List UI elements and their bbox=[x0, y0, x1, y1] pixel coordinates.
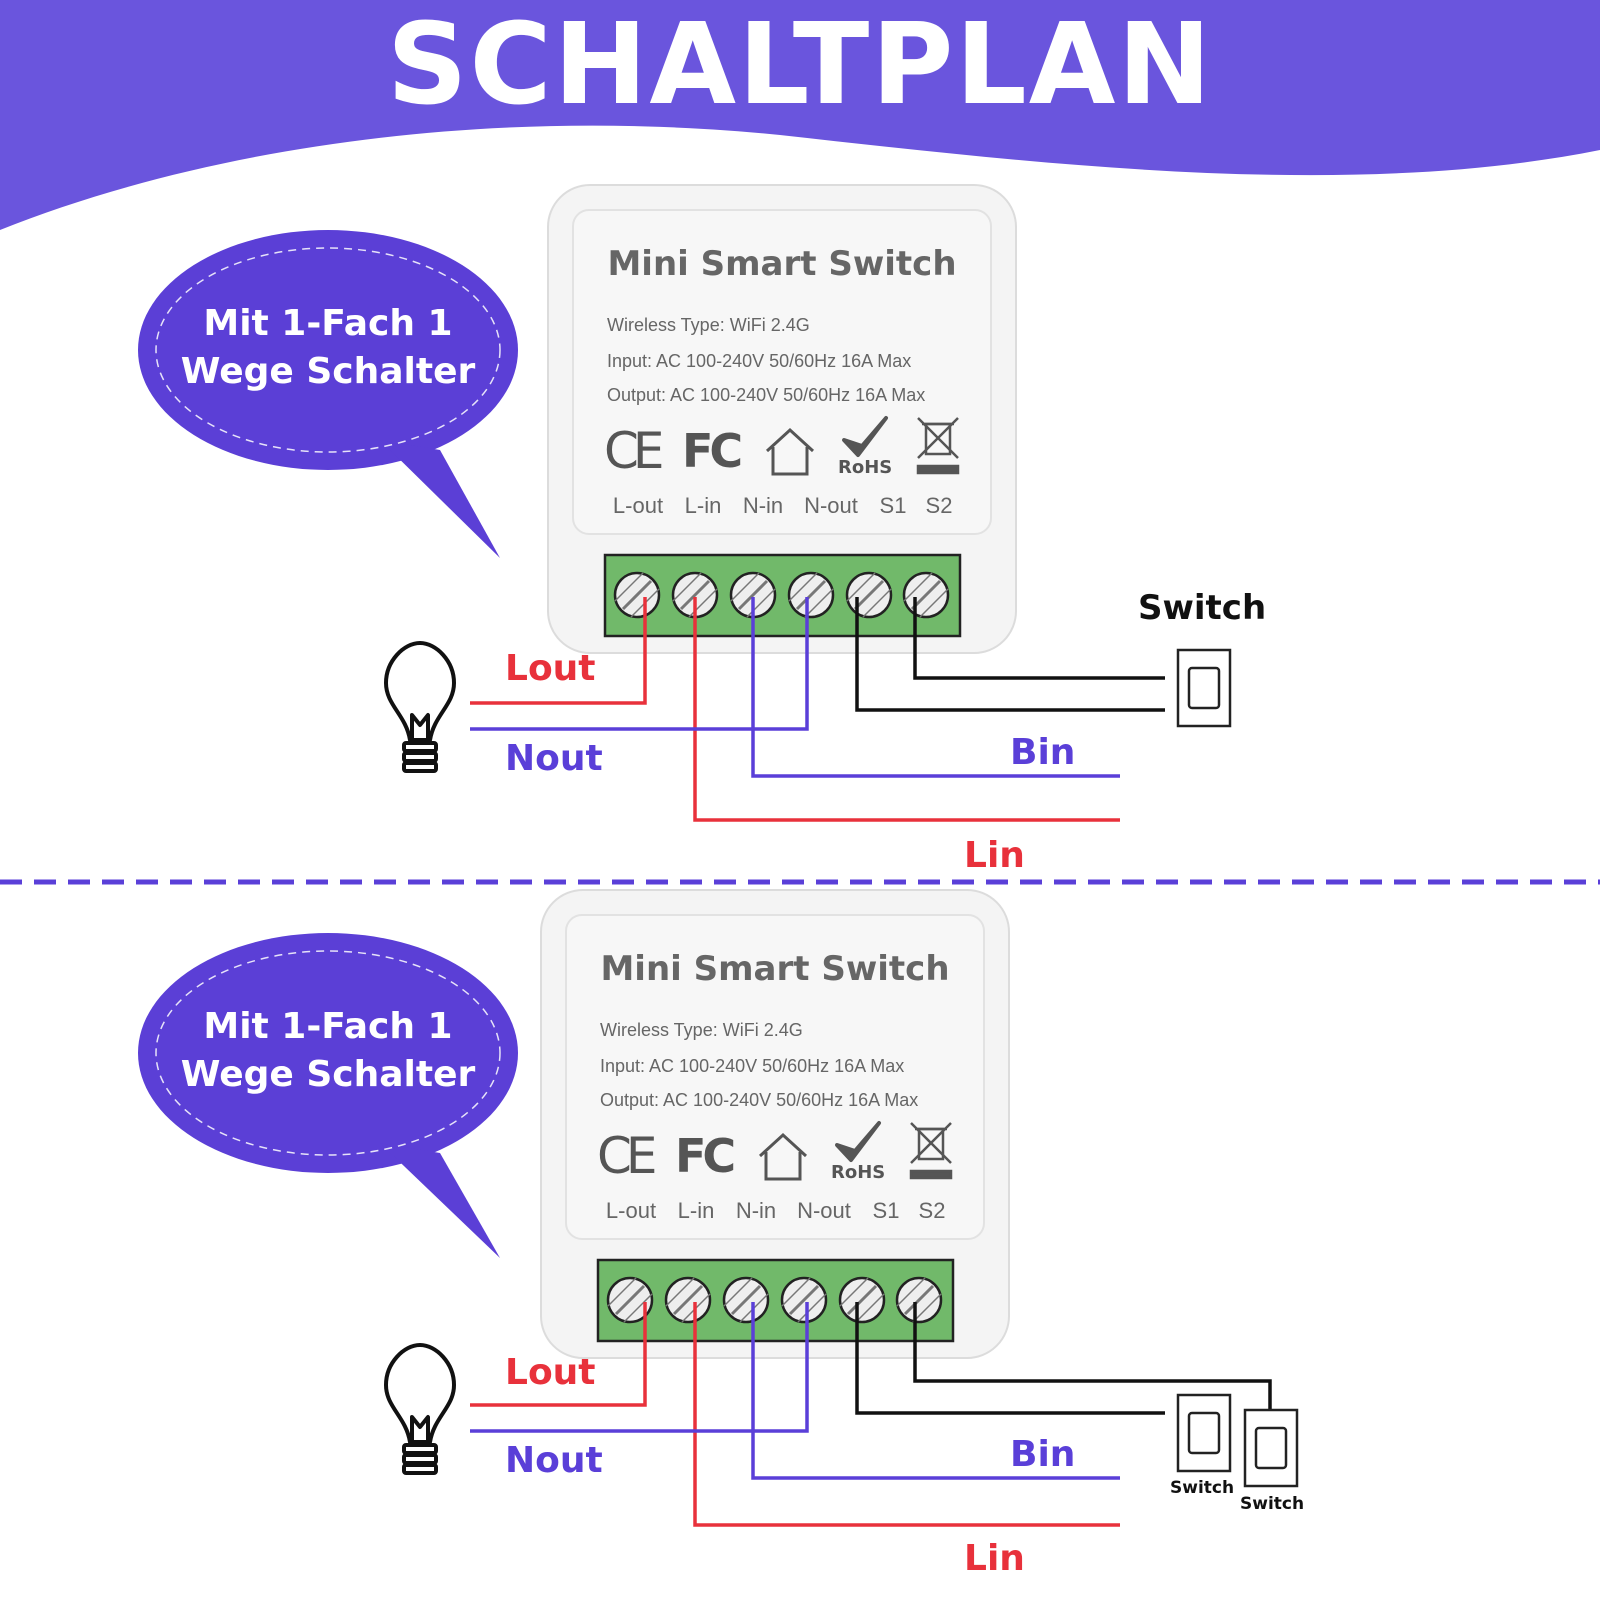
switch-label: Switch bbox=[1138, 588, 1267, 628]
wire-s2 bbox=[913, 1302, 1272, 1412]
terminal-screws-2 bbox=[606, 1276, 943, 1324]
terminal-label-n-out: N-out bbox=[804, 493, 858, 518]
header-banner bbox=[0, 0, 1600, 230]
bubble-text-line1: Mit 1-Fach 1 bbox=[203, 303, 453, 344]
terminal-label-s1: S1 bbox=[879, 493, 907, 518]
fcc-mark-icon: FC bbox=[675, 1129, 736, 1183]
weee-bin-icon bbox=[916, 417, 960, 475]
wire-label-lout: Lout bbox=[505, 1352, 596, 1393]
terminal-block-1 bbox=[603, 553, 962, 638]
wire-lin bbox=[693, 597, 1120, 822]
weee-bin-icon bbox=[909, 1122, 953, 1180]
rohs-check-icon bbox=[842, 416, 888, 457]
fcc-mark-icon: FC bbox=[682, 424, 743, 478]
wire-label-lout: Lout bbox=[505, 648, 596, 689]
terminal-screw-icon bbox=[671, 571, 719, 619]
terminal-screw-icon bbox=[895, 1276, 943, 1324]
wall-switch-icon bbox=[1176, 1393, 1232, 1473]
wire-bin bbox=[751, 597, 1120, 778]
rohs-label: RoHS bbox=[831, 1162, 886, 1183]
terminal-screw-icon bbox=[722, 1276, 770, 1324]
wire-label-nout: Nout bbox=[505, 738, 603, 779]
spec-input: Input: AC 100-240V 50/60Hz 16A Max bbox=[600, 1056, 905, 1076]
wire-label-bin: Bin bbox=[1010, 732, 1076, 773]
terminal-label-l-out: L-out bbox=[605, 1198, 657, 1223]
wires-2 bbox=[470, 1302, 1272, 1527]
spec-output: Output: AC 100-240V 50/60Hz 16A Max bbox=[607, 385, 926, 405]
ce-mark-icon: CE bbox=[597, 1127, 657, 1185]
terminal-screw-icon bbox=[845, 571, 893, 619]
page-title: SCHALTPLAN bbox=[386, 0, 1214, 130]
terminal-label-l-out: L-out bbox=[612, 493, 664, 518]
terminal-label-n-in: N-in bbox=[742, 493, 784, 518]
wire-lout bbox=[470, 597, 647, 705]
house-icon bbox=[758, 1132, 808, 1181]
ce-mark-icon: CE bbox=[604, 422, 664, 480]
speech-bubble-1 bbox=[138, 230, 518, 558]
terminal-label-l-in: L-in bbox=[677, 1198, 715, 1223]
terminal-screw-icon bbox=[613, 571, 661, 619]
device-title: Mini Smart Switch bbox=[600, 949, 950, 989]
rohs-check-icon bbox=[835, 1121, 881, 1162]
terminal-screw-icon bbox=[780, 1276, 828, 1324]
wall-switch-icon bbox=[1176, 648, 1232, 728]
terminal-screw-icon bbox=[787, 571, 835, 619]
switch-label-2: Switch bbox=[1240, 1494, 1305, 1514]
house-icon bbox=[765, 427, 815, 476]
wall-switch-icon bbox=[1243, 1408, 1299, 1488]
terminal-screw-icon bbox=[729, 571, 777, 619]
wire-label-lin: Lin bbox=[964, 1538, 1025, 1579]
wire-nout bbox=[470, 597, 809, 731]
device-body-1 bbox=[547, 184, 1017, 654]
terminal-label-s1: S1 bbox=[872, 1198, 900, 1223]
wire-s2 bbox=[913, 597, 1165, 680]
wire-s1 bbox=[855, 1302, 1165, 1415]
spec-wireless: Wireless Type: WiFi 2.4G bbox=[607, 315, 810, 335]
bubble-text-line1: Mit 1-Fach 1 bbox=[203, 1006, 453, 1047]
terminal-label-s2: S2 bbox=[918, 1198, 946, 1223]
wire-lin bbox=[693, 1302, 1120, 1527]
terminal-block-2 bbox=[596, 1258, 955, 1343]
terminal-label-n-out: N-out bbox=[797, 1198, 851, 1223]
terminal-screw-icon bbox=[838, 1276, 886, 1324]
device-title: Mini Smart Switch bbox=[607, 244, 957, 284]
speech-bubble-2 bbox=[138, 933, 518, 1258]
lightbulb-icon bbox=[384, 1343, 456, 1475]
spec-wireless: Wireless Type: WiFi 2.4G bbox=[600, 1020, 803, 1040]
spec-input: Input: AC 100-240V 50/60Hz 16A Max bbox=[607, 351, 912, 371]
wire-s1 bbox=[855, 597, 1165, 712]
rohs-label: RoHS bbox=[838, 457, 893, 478]
wires-1 bbox=[470, 597, 1165, 822]
wire-nout bbox=[470, 1302, 809, 1433]
wire-bin bbox=[751, 1302, 1120, 1480]
terminal-label-n-in: N-in bbox=[735, 1198, 777, 1223]
bubble-text-line2: Wege Schalter bbox=[180, 1054, 476, 1095]
spec-output: Output: AC 100-240V 50/60Hz 16A Max bbox=[600, 1090, 919, 1110]
device-body-2 bbox=[540, 889, 1010, 1359]
lightbulb-icon bbox=[384, 641, 456, 773]
terminal-screw-icon bbox=[664, 1276, 712, 1324]
wire-label-lin: Lin bbox=[964, 835, 1025, 876]
terminal-label-s2: S2 bbox=[925, 493, 953, 518]
bubble-text-line2: Wege Schalter bbox=[180, 351, 476, 392]
switch-label-1: Switch bbox=[1170, 1478, 1235, 1498]
wire-label-nout: Nout bbox=[505, 1440, 603, 1481]
wire-label-bin: Bin bbox=[1010, 1434, 1076, 1475]
terminal-label-l-in: L-in bbox=[684, 493, 722, 518]
wire-lout bbox=[470, 1302, 647, 1407]
terminal-screw-icon bbox=[606, 1276, 654, 1324]
terminal-screw-icon bbox=[902, 571, 950, 619]
